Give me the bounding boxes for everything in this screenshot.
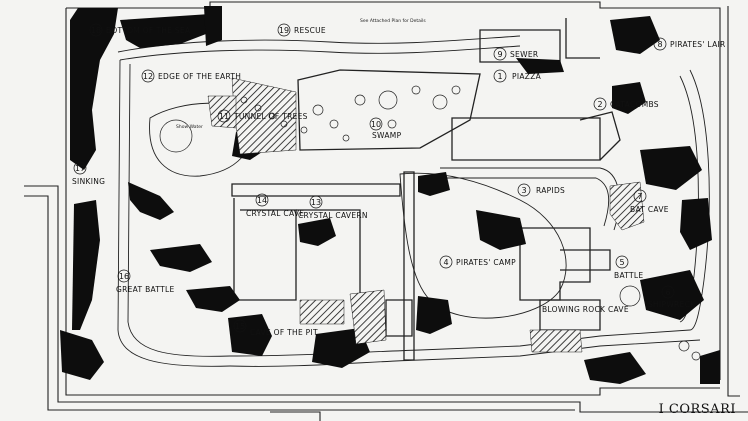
area-swamp[interactable]: 10 SWAMP: [369, 117, 402, 140]
area-sewer[interactable]: 9 SEWER: [493, 47, 538, 61]
top-note-label: See Attached Plan for Details: [360, 18, 426, 24]
area-catacombs[interactable]: 2 CATACOMBS: [593, 97, 659, 111]
svg-text:SHIPWRECK: SHIPWRECK: [648, 300, 696, 309]
svg-text:PIRATES' CAMP: PIRATES' CAMP: [456, 258, 516, 267]
svg-text:CRYSTAL CAVERN: CRYSTAL CAVERN: [298, 211, 368, 220]
svg-text:PIRATES' LAIR: PIRATES' LAIR: [670, 40, 726, 49]
blowing-rock-cave-label: BLOWING ROCK CAVE: [542, 305, 629, 314]
svg-text:18: 18: [91, 26, 101, 35]
area-cave-of-the-pit[interactable]: 15 CAVE OF THE PIT: [233, 319, 318, 337]
interior-walls: [231, 18, 621, 361]
svg-text:1: 1: [497, 72, 502, 81]
rockwork-hatched: [207, 77, 645, 353]
area-pirates-camp[interactable]: 4 PIRATES' CAMP: [439, 255, 516, 269]
svg-text:CRYSTAL CAVE: CRYSTAL CAVE: [246, 209, 304, 218]
svg-text:13: 13: [311, 198, 321, 207]
svg-text:17: 17: [75, 164, 85, 173]
svg-text:8: 8: [657, 40, 662, 49]
svg-text:CAVE OF THE PIT: CAVE OF THE PIT: [250, 328, 318, 337]
svg-text:10: 10: [371, 120, 381, 129]
area-edge-of-the-earth[interactable]: 12 EDGE OF THE EARTH: [141, 69, 241, 83]
svg-text:CATACOMBS: CATACOMBS: [610, 100, 659, 109]
svg-text:7: 7: [637, 192, 642, 201]
svg-text:11: 11: [219, 112, 229, 121]
svg-text:2: 2: [597, 100, 602, 109]
rockwork-solid: [60, 6, 720, 384]
area-battle[interactable]: 5 BATTLE: [614, 255, 643, 280]
area-shipwreck[interactable]: 6 SHIPWRECK: [648, 285, 696, 309]
svg-text:BOTTOM OF THE SEA: BOTTOM OF THE SEA: [106, 26, 191, 35]
svg-text:14: 14: [257, 196, 267, 205]
area-labels: 1 PIAZZA 2 CATACOMBS 3 RAPIDS 4 PIRATES'…: [72, 18, 726, 337]
svg-text:4: 4: [443, 258, 448, 267]
svg-text:EDGE OF THE EARTH: EDGE OF THE EARTH: [158, 72, 241, 81]
area-bat-cave[interactable]: 7 BAT CAVE: [630, 189, 669, 214]
swamp-trees: [159, 85, 701, 361]
svg-text:9: 9: [497, 50, 502, 59]
area-rapids[interactable]: 3 RAPIDS: [517, 183, 565, 197]
water-note-label: Show Water: [176, 124, 203, 130]
area-piazza[interactable]: 1 PIAZZA: [493, 69, 542, 83]
svg-text:RESCUE: RESCUE: [294, 26, 326, 35]
svg-text:3: 3: [521, 186, 526, 195]
area-great-battle[interactable]: 16 GREAT BATTLE: [116, 269, 175, 294]
svg-text:RAPIDS: RAPIDS: [536, 186, 565, 195]
map-title: I CORSARI: [658, 402, 736, 417]
area-crystal-cave[interactable]: 14 CRYSTAL CAVE: [246, 193, 304, 218]
svg-text:19: 19: [279, 26, 289, 35]
svg-text:SEWER: SEWER: [510, 50, 538, 59]
svg-text:GREAT BATTLE: GREAT BATTLE: [116, 285, 175, 294]
svg-text:12: 12: [143, 72, 153, 81]
svg-text:SWAMP: SWAMP: [372, 131, 402, 140]
area-pirates-lair[interactable]: 8 PIRATES' LAIR: [653, 37, 726, 51]
area-crystal-cavern[interactable]: 13 CRYSTAL CAVERN: [298, 195, 368, 220]
svg-text:5: 5: [619, 258, 624, 267]
area-rescue[interactable]: 19 RESCUE: [277, 23, 326, 37]
area-tunnel-of-trees[interactable]: 11 TUNNEL OF TREES: [217, 109, 308, 123]
svg-text:16: 16: [119, 272, 129, 281]
svg-text:6: 6: [665, 288, 670, 297]
svg-text:BAT CAVE: BAT CAVE: [630, 205, 669, 214]
svg-text:15: 15: [235, 322, 245, 331]
area-bottom-of-the-sea[interactable]: 18 BOTTOM OF THE SEA: [89, 23, 191, 37]
svg-text:BATTLE: BATTLE: [614, 271, 643, 280]
area-sinking[interactable]: 17 SINKING: [72, 161, 105, 186]
svg-text:SINKING: SINKING: [72, 177, 105, 186]
svg-text:PIAZZA: PIAZZA: [512, 72, 542, 81]
svg-text:TUNNEL OF TREES: TUNNEL OF TREES: [233, 112, 308, 121]
